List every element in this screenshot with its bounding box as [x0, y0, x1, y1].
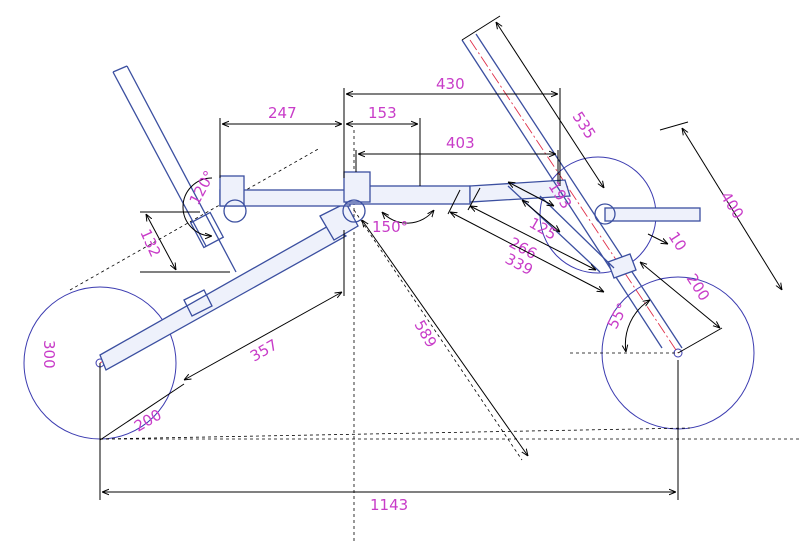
- dim-200-front: 200: [683, 270, 714, 304]
- dim-589: 589: [411, 317, 441, 351]
- rear-boom-tube: [99, 202, 359, 371]
- dim-535: 535: [569, 108, 600, 142]
- seat-post: [112, 65, 237, 273]
- main-tube: [219, 171, 571, 223]
- dim-400: 400: [717, 188, 748, 222]
- pivot-to-ground-line: [353, 209, 523, 461]
- ground-tangent-front: [99, 427, 691, 440]
- dim-247: 247: [268, 104, 297, 122]
- dim-357: 357: [247, 336, 281, 366]
- dim-125: 125: [526, 214, 560, 244]
- handlebar-stem: [594, 203, 701, 225]
- dim-430: 430: [436, 75, 465, 93]
- angle-150: 150°: [372, 218, 408, 236]
- dim-10: 10: [665, 228, 690, 254]
- dim-1143: 1143: [370, 496, 408, 514]
- dim-300: 300: [40, 340, 58, 369]
- dim-403: 403: [446, 134, 475, 152]
- dim-153: 153: [368, 104, 397, 122]
- dim-132: 132: [136, 226, 164, 259]
